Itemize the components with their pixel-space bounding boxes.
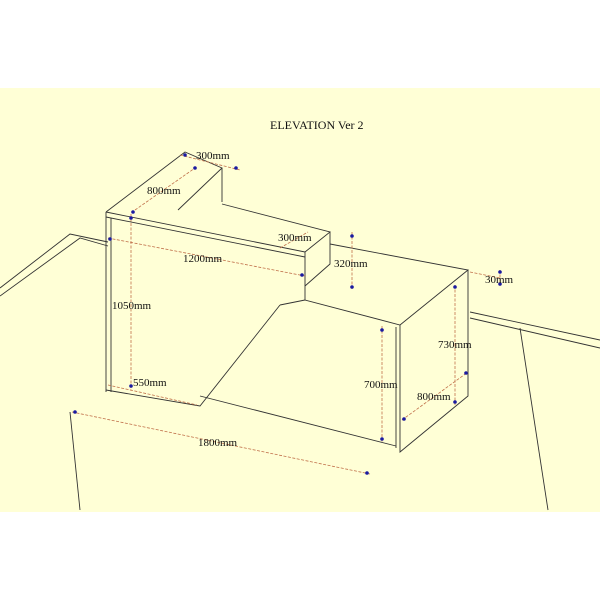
drawing-title: ELEVATION Ver 2: [270, 118, 364, 132]
dim-riser-height: 320mm: [334, 258, 368, 270]
dim-front-width: 1200mm: [183, 253, 223, 265]
desk-outline: [105, 151, 470, 453]
dim-lower-depth: 800mm: [417, 391, 451, 403]
dim-top-thickness: 30mm: [485, 274, 514, 286]
floor-lines: [0, 233, 600, 511]
dim-lower-front-height: 700mm: [364, 379, 398, 391]
dimension-lines: [71, 154, 501, 475]
dim-lower-side-height: 730mm: [438, 339, 472, 351]
drawing-sheet: [0, 88, 600, 512]
dim-side-depth: 800mm: [147, 185, 181, 197]
dim-ramp-width: 550mm: [133, 377, 167, 389]
dim-top-depth: 300mm: [196, 150, 230, 162]
dim-riser-depth: 300mm: [278, 232, 312, 244]
dim-total-width: 1800mm: [198, 437, 238, 449]
dim-total-height: 1050mm: [112, 300, 152, 312]
dimension-arrows: [73, 153, 502, 475]
